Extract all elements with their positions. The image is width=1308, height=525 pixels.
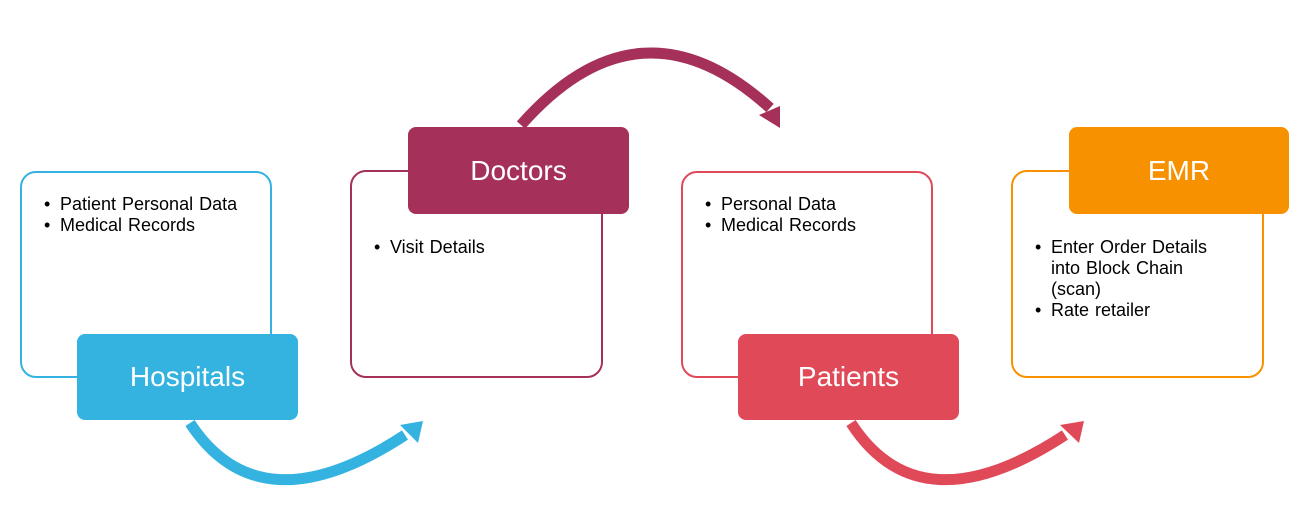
stage-label-hospitals: Hospitals [77, 334, 298, 420]
arrowhead-icon [1060, 421, 1084, 443]
detail-item: Enter Order Details into Block Chain (sc… [1035, 237, 1232, 300]
details-list: Enter Order Details into Block Chain (sc… [1035, 237, 1232, 321]
detail-item: Rate retailer [1035, 300, 1232, 321]
stage-label-doctors: Doctors [408, 127, 629, 214]
stage-title: Doctors [470, 154, 567, 186]
detail-item: Visit Details [374, 237, 581, 258]
curved-arrow-icon [846, 420, 1069, 486]
arrow-patients-to-emr [846, 420, 1084, 486]
arrow-hospitals-to-doctors [185, 419, 423, 486]
arrow-doctors-to-patients [516, 47, 780, 129]
stage-label-patients: Patients [738, 334, 959, 420]
details-list: Visit Details [374, 237, 581, 258]
detail-item: Personal Data [705, 194, 911, 215]
stage-label-emr: EMR [1069, 127, 1289, 214]
curved-arrow-icon [185, 419, 409, 486]
detail-item: Medical Records [44, 215, 250, 236]
stage-title: EMR [1147, 154, 1211, 186]
curved-arrow-icon [516, 47, 774, 129]
detail-item: Patient Personal Data [44, 194, 250, 215]
arrowhead-icon [400, 421, 423, 443]
details-list: Personal Data Medical Records [705, 194, 911, 236]
stage-title: Patients [797, 361, 900, 392]
detail-item: Medical Records [705, 215, 911, 236]
stage-title: Hospitals [129, 361, 246, 392]
details-list: Patient Personal Data Medical Records [44, 194, 250, 236]
arrowhead-icon [759, 106, 780, 128]
